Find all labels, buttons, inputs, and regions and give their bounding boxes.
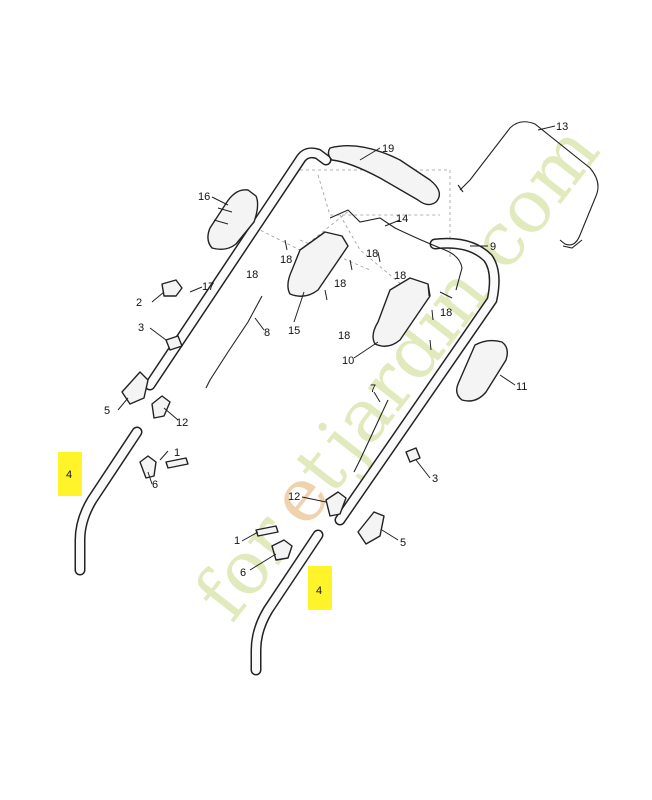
callout-label: 18 [394,270,406,282]
right-lower-handle-tube [250,529,324,676]
left-grip-cover [207,189,259,251]
left-upper-handle-tube [144,147,332,391]
callout-label: 4 [66,469,72,481]
cable-7 [353,399,389,473]
callout-label: 9 [490,241,496,253]
highlight-4-right [308,566,332,610]
callout-label: 18 [338,330,350,342]
callout-label: 19 [382,143,394,155]
callout-label: 13 [556,121,568,133]
right-upper-handle-tube [334,237,500,526]
callout-label: 2 [136,297,142,309]
screw-left [165,335,183,351]
callout-label: 4 [316,585,322,597]
left-lower-handle-tube [74,426,143,576]
highlight-4-left [58,452,82,496]
bracket-cover [287,231,349,297]
callout-label: 12 [288,491,300,503]
callout-label: 18 [280,254,292,266]
callout-label: 1 [174,447,180,459]
callout-label: 3 [432,473,438,485]
clamp-left [151,395,171,419]
lever-left [121,371,149,405]
callout-label: 12 [176,417,188,429]
callout-label: 3 [138,322,144,334]
callout-label: 18 [440,307,452,319]
callout-label: 7 [370,383,376,395]
bolt-left [165,457,189,469]
svg-text:jardin.com: jardin.com [297,109,616,484]
knob-right [271,539,293,561]
callout-label: 8 [264,327,270,339]
callout-leaders [117,125,556,571]
callout-label: 17 [202,281,214,293]
callout-label: 10 [342,355,354,367]
handle-bar-cover [327,145,441,206]
screw-right [405,447,421,463]
callout-label: 6 [240,567,246,579]
callout-label: 16 [198,191,210,203]
callout-label: 5 [104,405,110,417]
clamp-right [325,491,347,517]
callout-label: 15 [288,325,300,337]
control-cable [329,209,463,299]
right-grip-cover [455,339,509,402]
cable-8 [205,295,263,389]
callout-label: 5 [400,537,406,549]
callout-label: 1 [234,535,240,547]
callout-label: 18 [366,248,378,260]
screws-18 [284,239,434,351]
right-bracket-cover [372,277,431,347]
callout-label: 11 [516,381,527,393]
callout-label: 18 [246,269,258,281]
callout-label: 6 [152,479,158,491]
callout-label: 14 [396,213,408,225]
callout-label: 18 [334,278,346,290]
knob-left [139,455,157,479]
cable-clip [161,279,183,297]
lever-right [357,511,385,545]
bail-lever [457,121,599,246]
bolt-right [255,525,279,537]
